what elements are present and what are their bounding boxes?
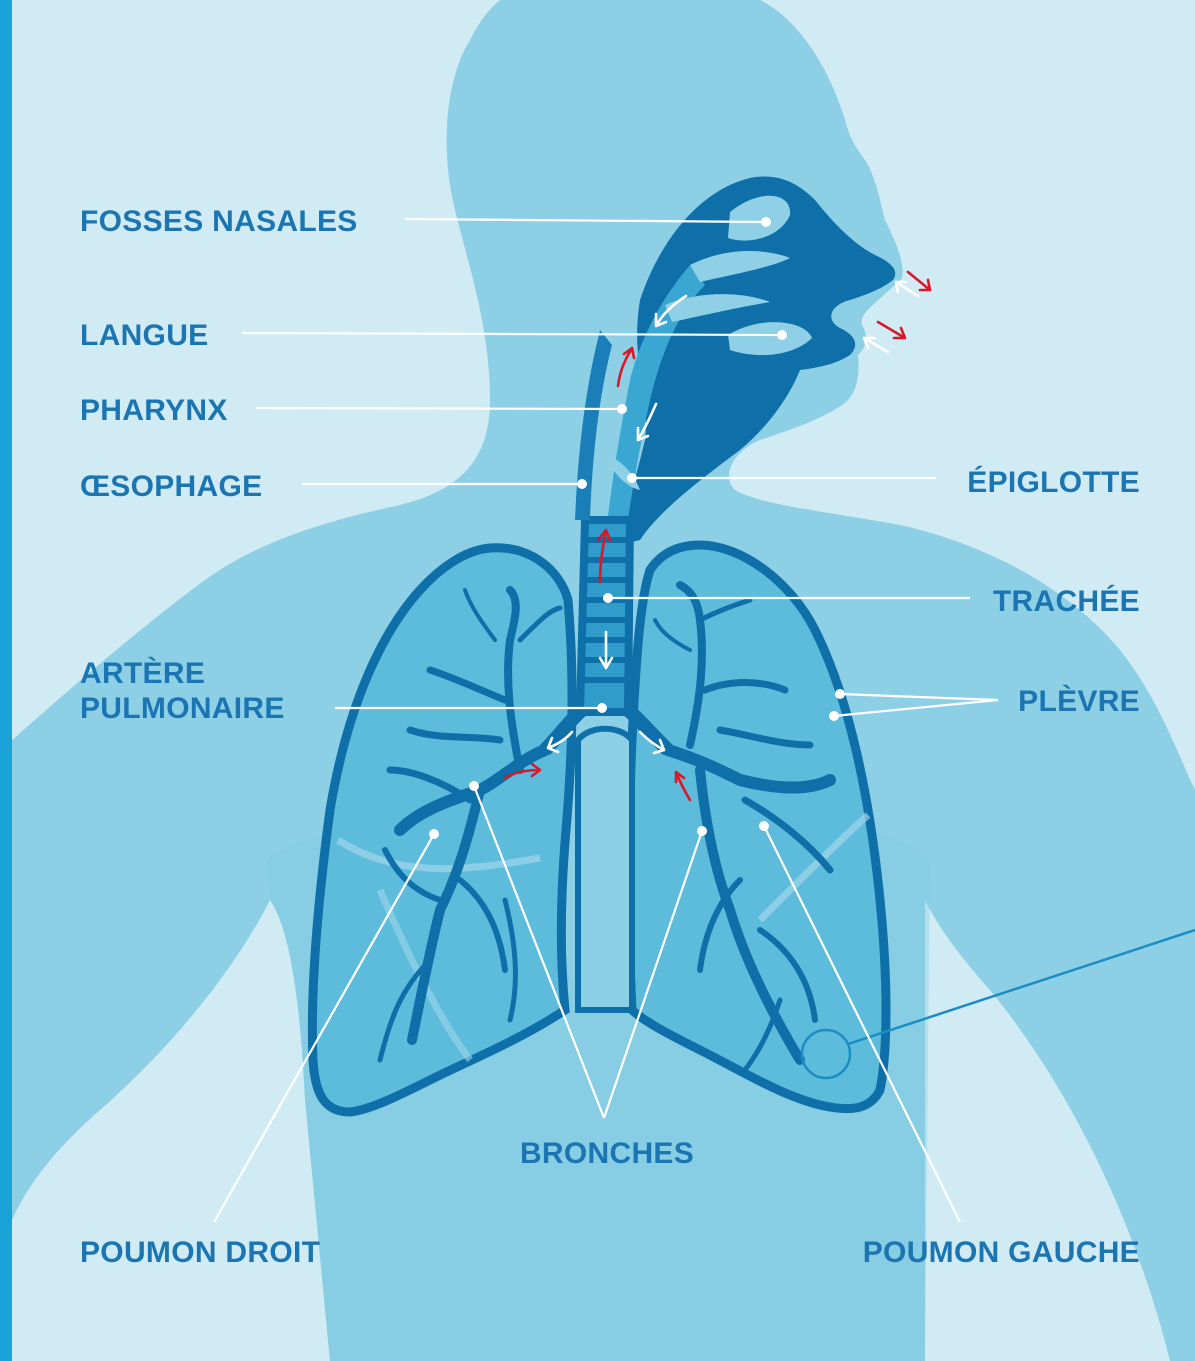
label-artere-line1: ARTÈRE [80,656,205,690]
label-fosses-nasales: FOSSES NASALES [80,205,358,238]
label-langue: LANGUE [80,319,208,352]
air-in-arrow-mouth [864,338,888,352]
air-in-arrow-nose [896,282,918,296]
label-pharynx: PHARYNX [80,394,228,427]
label-trachee: TRACHÉE [993,584,1140,618]
label-epiglotte: ÉPIGLOTTE [967,465,1140,499]
carina-gap [578,729,632,1010]
left-accent-bar [0,0,12,1361]
label-oesophage: ŒSOPHAGE [80,470,262,503]
label-poumon-gauche: POUMON GAUCHE [863,1236,1140,1269]
trachea-tube [580,520,630,712]
label-artere-line2: PULMONAIRE [80,692,285,725]
label-poumon-droit: POUMON DROIT [80,1236,320,1269]
air-out-arrow-mouth [878,322,905,338]
label-bronches: BRONCHES [520,1137,694,1170]
air-out-arrow-nose [908,272,930,290]
label-plevre: PLÈVRE [1018,684,1140,718]
